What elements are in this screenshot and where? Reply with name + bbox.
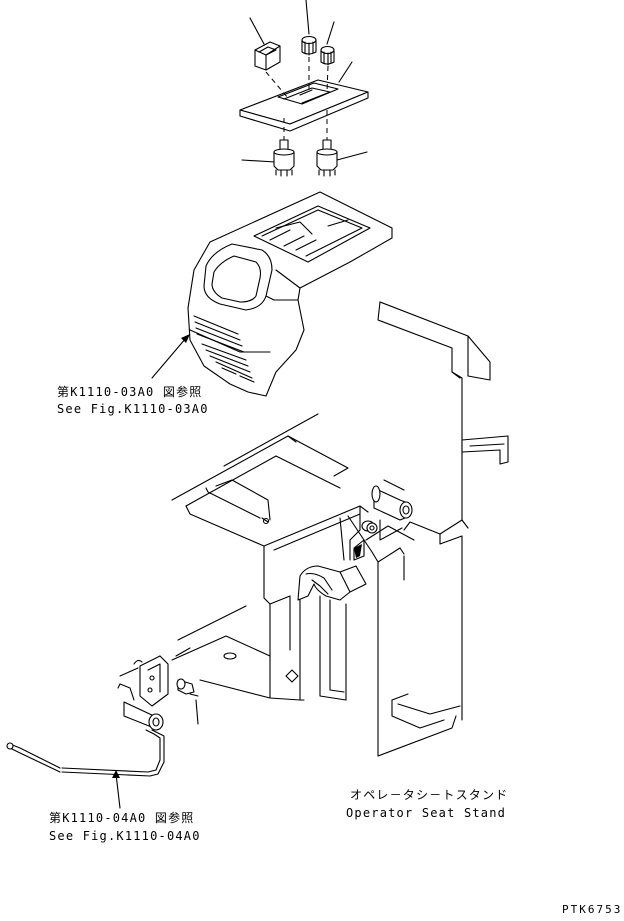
seat-stand-label-jp: オペレ－タシ－トスタンド bbox=[350, 788, 509, 802]
rotary-switch-left bbox=[273, 139, 295, 177]
console-housing bbox=[187, 191, 393, 397]
pivot-bolt bbox=[361, 520, 378, 534]
drawing-code: PTK6753 bbox=[562, 903, 623, 916]
seat-stand-label-en: Operator Seat Stand bbox=[346, 806, 507, 820]
switch-knob-left bbox=[301, 35, 317, 56]
lever-pivot-tube bbox=[123, 701, 164, 731]
rocker-switch bbox=[254, 41, 281, 71]
lever-pin bbox=[176, 678, 199, 697]
console-ref-label-jp: 第K1110-03A0 図参照 bbox=[57, 385, 203, 399]
console-ref-label-en: See Fig.K1110-03A0 bbox=[57, 402, 209, 416]
lever-ref-label-en: See Fig.K1110-04A0 bbox=[49, 829, 201, 843]
switch-panel-plate bbox=[239, 79, 369, 132]
pivot-cylinder bbox=[371, 479, 413, 521]
rotary-switch-right bbox=[316, 139, 338, 177]
lever-mount-bracket bbox=[117, 655, 169, 707]
seat-stand-frame bbox=[171, 301, 509, 757]
lever-ref-label-jp: 第K1110-04A0 図参照 bbox=[49, 811, 195, 825]
switch-knob-right bbox=[320, 45, 335, 66]
lever-assembly bbox=[6, 647, 199, 777]
switch-panel-assembly bbox=[239, 0, 369, 177]
